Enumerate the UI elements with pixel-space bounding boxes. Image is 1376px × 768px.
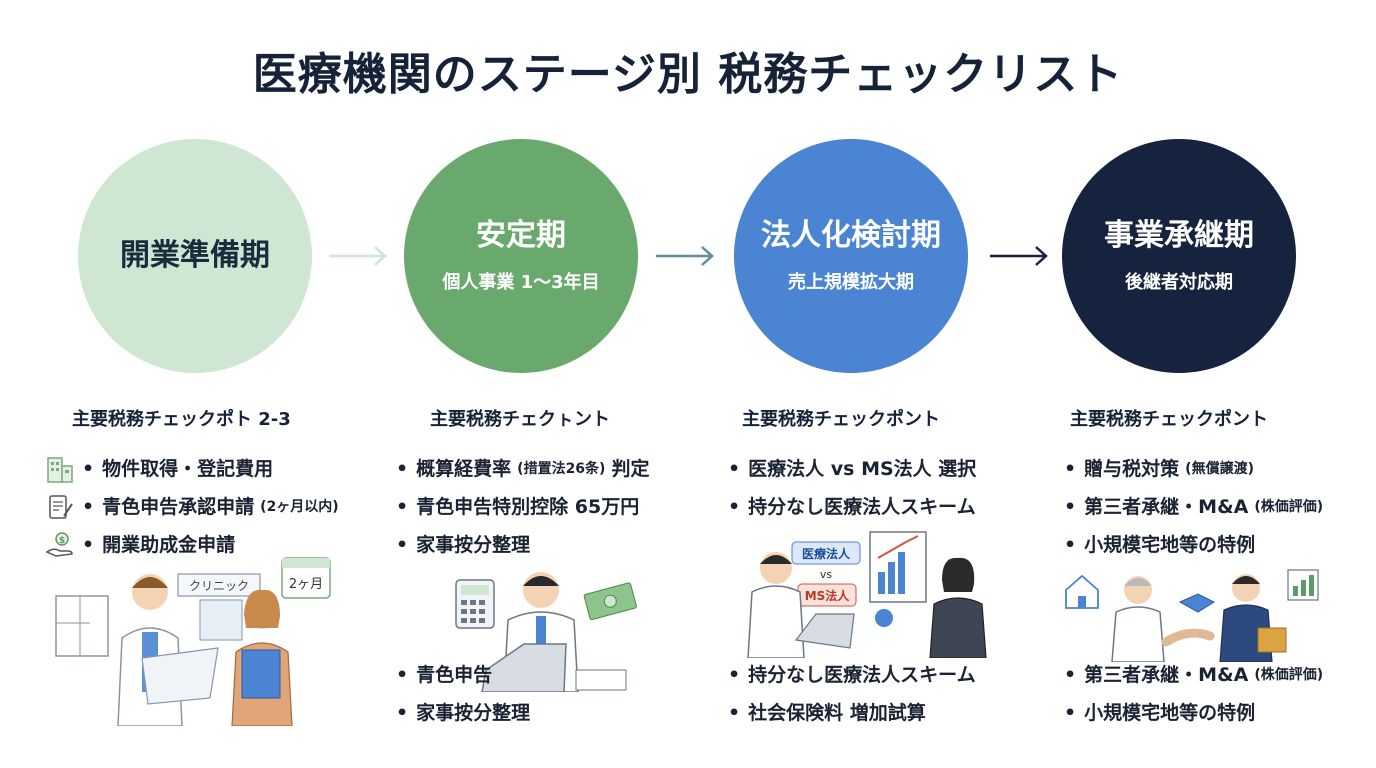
item-text: 家事按分整理 [416, 534, 531, 556]
arrow-right-icon [656, 246, 714, 266]
doctor-laptop-illustration [455, 572, 637, 692]
arrow-right-icon [329, 246, 387, 266]
arrow-right-icon [990, 246, 1048, 266]
checkpoint-heading: 主要税務チェクㇳント [430, 409, 610, 430]
succession-handshake-illustration [1065, 569, 1319, 662]
checkpoint-heading: 主要税務チェックポント [1070, 409, 1268, 430]
checklist-succession-bottom: • 第三者承継・M&A (株価評価) • 小規模宅地等の特例 [1064, 656, 1323, 732]
item-text: 社会保険料 増加試算 [748, 702, 926, 724]
item-note: (株価評価) [1254, 667, 1324, 683]
list-item: • 物件取得・登記費用 [44, 450, 339, 488]
calendar-text: 2ヶ月 [289, 577, 323, 592]
item-text: 開業助成金申請 [102, 534, 236, 556]
item-note: (株価評価) [1254, 499, 1324, 515]
list-item: $ • 開業助成金申請 [44, 526, 339, 564]
list-item: • 概算経費率 (措置法26条) 判定 [396, 450, 649, 488]
tag-vs: vs [820, 568, 833, 581]
item-text: 第三者承継・M&A [1084, 496, 1249, 518]
stage-circle-opening-prep: 開業準備期 [78, 139, 312, 373]
list-item: • 青色申告 [396, 656, 530, 694]
list-item: • 社会保険料 増加試算 [728, 694, 976, 732]
stage-name: 安定期 [476, 218, 566, 253]
money-hand-icon: $ [45, 532, 73, 557]
item-text: 医療法人 vs MS法人 選択 [748, 458, 977, 480]
stage-subtitle: 個人事業 1〜3年目 [442, 272, 600, 293]
stage-name: 開業準備期 [120, 238, 270, 273]
list-item: • 贈与税対策 (無償譲渡) [1064, 450, 1323, 488]
building-icon [47, 457, 73, 483]
item-text: 持分なし医療法人スキーム [748, 664, 976, 686]
item-note: (措置法26条) [517, 461, 606, 477]
svg-text:$: $ [59, 536, 65, 546]
list-item: • 小規模宅地等の特例 [1064, 694, 1323, 732]
stage-subtitle: 売上規模拡大期 [788, 272, 914, 293]
stage-circle-succession: 事業承継期 後継者対応期 [1062, 139, 1296, 373]
consultation-illustration: 医療法人 vs MS法人 [747, 531, 987, 658]
stage-name: 法人化検討期 [761, 218, 941, 253]
item-text: 小規模宅地等の特例 [1084, 702, 1256, 724]
item-text: 第三者承継・M&A [1084, 664, 1249, 686]
stage-circle-incorporation: 法人化検討期 売上規模拡大期 [734, 139, 968, 373]
list-item: • 青色申告承認申請 (2ヶ月以内) [44, 488, 339, 526]
item-note: (無償譲渡) [1185, 461, 1254, 477]
list-item: • 持分なし医療法人スキーム [728, 488, 976, 526]
document-edit-icon [49, 495, 73, 519]
stage-circle-stable: 安定期 個人事業 1〜3年目 [404, 139, 638, 373]
item-text: 青色申告特別控除 65万円 [416, 496, 640, 518]
list-item: • 第三者承継・M&A (株価評価) [1064, 488, 1323, 526]
checkpoint-heading: 主要税務チェックポント [742, 409, 940, 430]
item-text: 物件取得・登記費用 [102, 458, 274, 480]
tag-ms-corp: MS法人 [805, 588, 851, 603]
page-title: 医療機関のステージ別 税務チェックリスト [252, 49, 1124, 100]
item-note: (2ヶ月以内) [260, 499, 339, 515]
item-text: 判定 [611, 458, 650, 480]
checklist-incorporation-bottom: • 持分なし医療法人スキーム • 社会保険料 増加試算 [728, 656, 976, 732]
list-item: • 家事按分整理 [396, 694, 530, 732]
item-text: 小規模宅地等の特例 [1084, 534, 1256, 556]
list-item: • 家事按分整理 [396, 526, 649, 564]
item-text: 持分なし医療法人スキーム [748, 496, 976, 518]
checkpoint-heading: 主要税務チェックポト 2-3 [72, 409, 291, 430]
stage-name: 事業承継期 [1104, 218, 1254, 253]
clinic-planning-illustration: クリニック 2ヶ月 [55, 557, 331, 726]
checklist-stable: • 概算経費率 (措置法26条) 判定 • 青色申告特別控除 65万円 • 家事… [396, 450, 649, 564]
list-item: • 医療法人 vs MS法人 選択 [728, 450, 976, 488]
item-text: 贈与税対策 [1084, 458, 1180, 480]
item-text: 青色申告 [416, 664, 493, 686]
item-text: 家事按分整理 [416, 702, 531, 724]
checklist-opening: • 物件取得・登記費用 • 青色申告承認申請 (2ヶ月以内) $ • 開業助成金… [44, 450, 339, 564]
list-item: • 小規模宅地等の特例 [1064, 526, 1323, 564]
clinic-sign-text: クリニック [189, 579, 249, 593]
list-item: • 第三者承継・M&A (株価評価) [1064, 656, 1323, 694]
item-text: 概算経費率 [416, 458, 512, 480]
checklist-incorporation: • 医療法人 vs MS法人 選択 • 持分なし医療法人スキーム [728, 450, 976, 526]
item-text: 青色申告承認申請 [102, 496, 255, 518]
tag-medical-corp: 医療法人 [802, 546, 851, 561]
checklist-stable-bottom: • 青色申告 • 家事按分整理 [396, 656, 530, 732]
list-item: • 青色申告特別控除 65万円 [396, 488, 649, 526]
checklist-succession: • 贈与税対策 (無償譲渡) • 第三者承継・M&A (株価評価) • 小規模宅… [1064, 450, 1323, 564]
list-item: • 持分なし医療法人スキーム [728, 656, 976, 694]
stage-subtitle: 後継者対応期 [1125, 272, 1233, 293]
